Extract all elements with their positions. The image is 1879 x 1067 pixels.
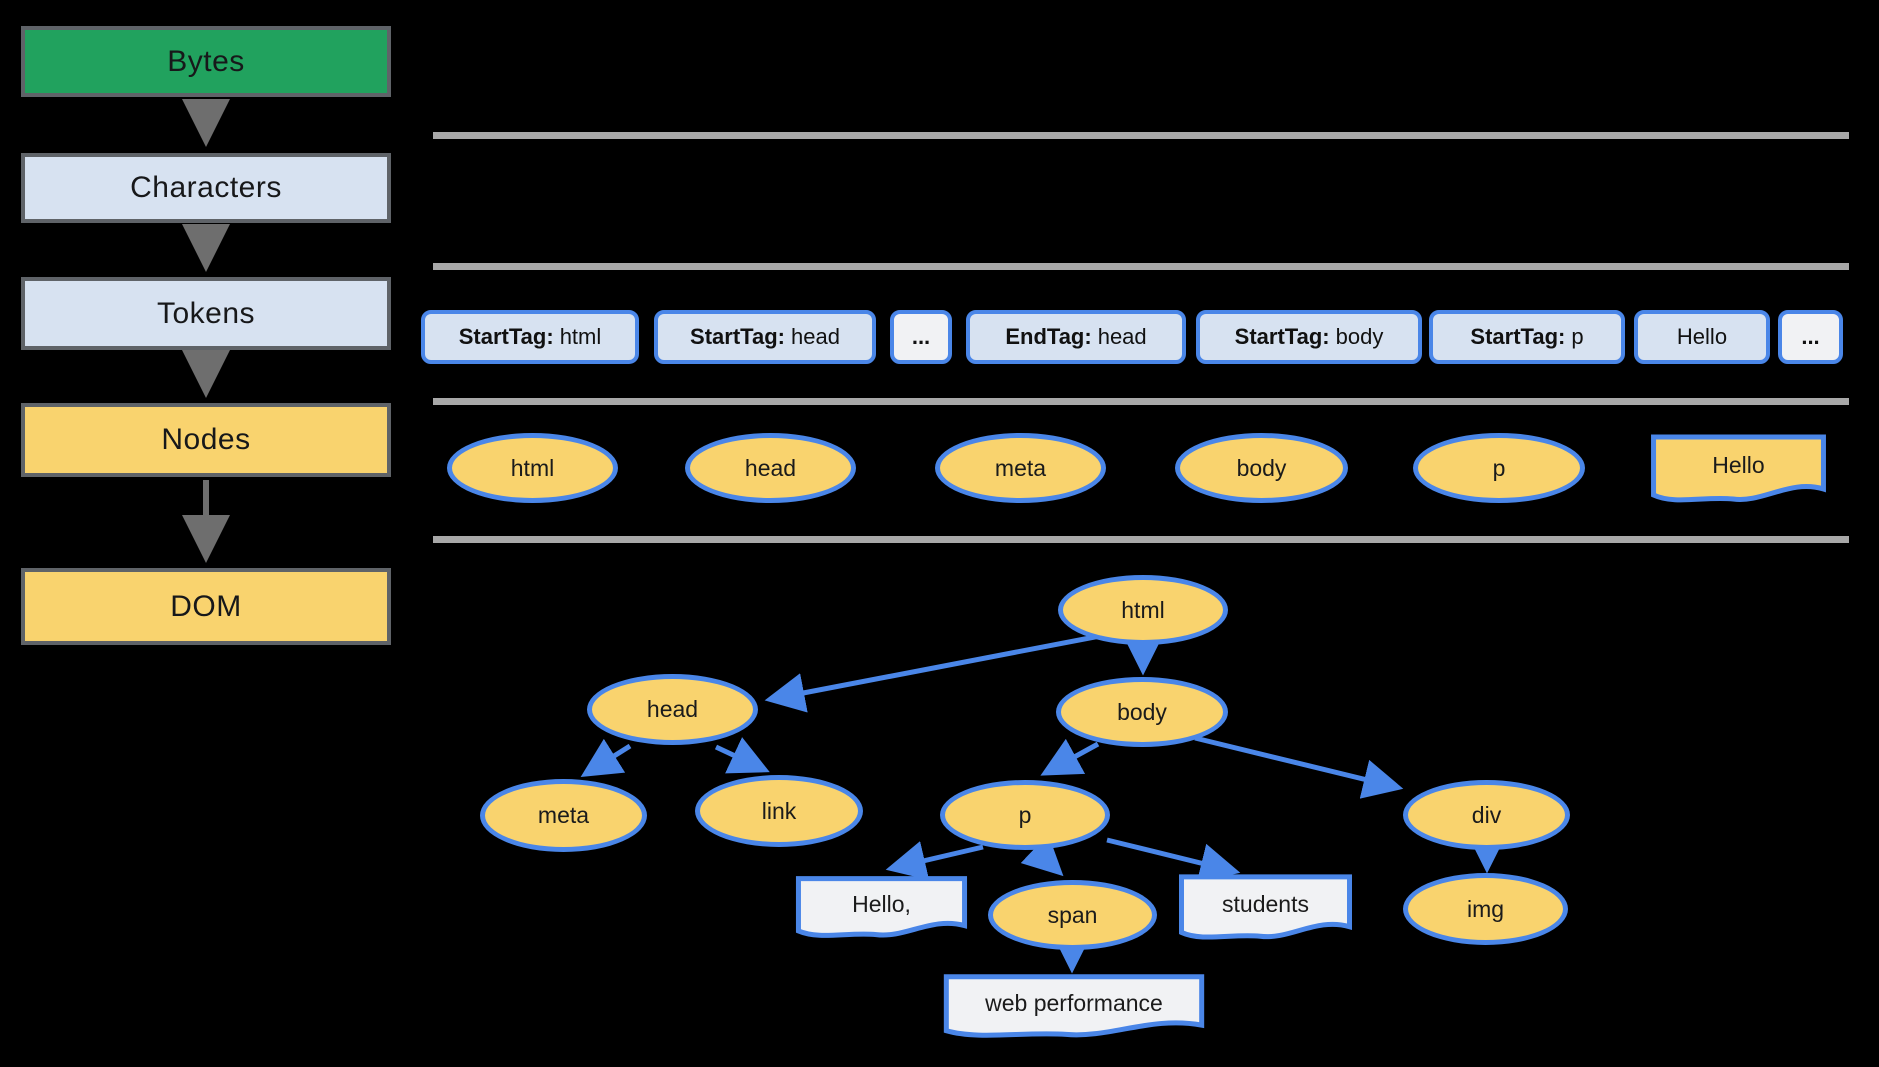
token-value: body bbox=[1335, 324, 1384, 349]
tree-text-label: Hello, bbox=[852, 890, 911, 917]
node-ellipse-html: html bbox=[447, 433, 618, 503]
tree-text-node-hello: Hello, bbox=[795, 875, 968, 940]
token-value: html bbox=[559, 324, 602, 349]
separator-line-3 bbox=[433, 398, 1849, 405]
arrow-body-to-p bbox=[1040, 738, 1100, 776]
arrow-head-to-meta bbox=[580, 738, 632, 777]
token-type: StartTag: bbox=[1234, 324, 1330, 349]
document-shape bbox=[1178, 873, 1353, 942]
node-ellipse-meta: meta bbox=[935, 433, 1106, 503]
tree-node-p: p bbox=[940, 780, 1110, 850]
pipeline-stage-tokens: Tokens bbox=[21, 277, 391, 350]
arrow-body-to-div bbox=[1194, 735, 1404, 799]
token-starttag-head: StartTag: head bbox=[654, 310, 876, 364]
tree-node-span: span bbox=[988, 880, 1157, 950]
token-text-hello: Hello bbox=[1634, 310, 1770, 364]
token-endtag-head: EndTag: head bbox=[966, 310, 1186, 364]
token-type: EndTag: bbox=[1005, 324, 1092, 349]
tree-node-meta: meta bbox=[480, 779, 647, 852]
pipeline-stage-dom: DOM bbox=[21, 568, 391, 645]
arrow-p-to-span bbox=[1020, 834, 1064, 877]
token-value: p bbox=[1571, 324, 1584, 349]
token-ellipsis-2: ... bbox=[1778, 310, 1843, 364]
token-value: ... bbox=[911, 324, 931, 349]
tree-node-body: body bbox=[1056, 677, 1228, 747]
tree-node-img: img bbox=[1403, 873, 1568, 945]
tree-text-label: students bbox=[1222, 890, 1309, 917]
tree-text-node-students: students bbox=[1178, 873, 1353, 942]
node-ellipse-body: body bbox=[1175, 433, 1348, 503]
tree-node-head: head bbox=[587, 674, 758, 745]
token-starttag-p: StartTag: p bbox=[1429, 310, 1625, 364]
token-value: Hello bbox=[1676, 324, 1728, 349]
tree-text-node-web-performance: web performance bbox=[941, 973, 1207, 1040]
document-shape bbox=[795, 875, 968, 940]
tree-node-html: html bbox=[1058, 575, 1228, 645]
arrow-p-to-students-text bbox=[1106, 837, 1241, 883]
token-ellipsis-1: ... bbox=[890, 310, 952, 364]
arrow-p-to-hello-text bbox=[885, 841, 984, 881]
pipeline-stage-characters: Characters bbox=[21, 153, 391, 223]
token-type: StartTag: bbox=[690, 324, 785, 349]
node-text-label: Hello bbox=[1712, 451, 1765, 478]
token-starttag-html: StartTag: html bbox=[421, 310, 639, 364]
node-ellipse-p: p bbox=[1413, 433, 1585, 503]
token-starttag-body: StartTag: body bbox=[1196, 310, 1422, 364]
tree-node-link: link bbox=[695, 775, 863, 847]
token-type: StartTag: bbox=[458, 324, 554, 349]
arrow-html-to-head bbox=[764, 633, 1101, 713]
token-value: head bbox=[1097, 324, 1147, 349]
pipeline-stage-nodes: Nodes bbox=[21, 403, 391, 477]
separator-line-4 bbox=[433, 536, 1849, 543]
separator-line-2 bbox=[433, 263, 1849, 270]
separator-line-1 bbox=[433, 132, 1849, 139]
tree-node-div: div bbox=[1403, 780, 1570, 850]
document-shape bbox=[941, 973, 1207, 1040]
pipeline-stage-bytes: Bytes bbox=[21, 26, 391, 97]
token-type: StartTag: bbox=[1470, 324, 1566, 349]
tree-text-label: web performance bbox=[985, 989, 1163, 1016]
node-ellipse-head: head bbox=[685, 433, 856, 503]
token-value: head bbox=[790, 324, 840, 349]
node-text-hello: Hello bbox=[1650, 433, 1827, 505]
document-shape bbox=[1650, 433, 1827, 505]
token-value: ... bbox=[1801, 324, 1820, 349]
arrow-head-to-link bbox=[714, 737, 770, 774]
